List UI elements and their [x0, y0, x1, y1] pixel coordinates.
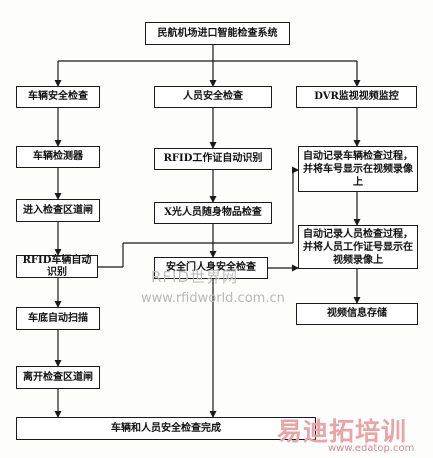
vehicle-check-box: 车辆安全检查 — [16, 86, 100, 108]
check-complete-box: 车辆和人员安全检查完成 — [16, 417, 316, 440]
rfid-staff-box: RFID工作证自动识别 — [154, 148, 272, 170]
exit-gate-box: 离开检查区道闸 — [16, 366, 100, 389]
vehicle-detector-box: 车辆检测器 — [16, 146, 100, 168]
chassis-scan-box: 车底自动扫描 — [16, 307, 100, 330]
video-storage-box: 视频信息存储 — [296, 303, 418, 325]
record-vehicle-box: 自动记录车辆检查过程，并将车号显示在视频录像上 — [298, 146, 418, 192]
dvr-monitor-box: DVR监视视频监控 — [296, 86, 417, 108]
enter-gate-box: 进入检查区道闸 — [16, 199, 100, 222]
record-person-box: 自动记录人员检查过程，并将人员工作证号显示在视频录像上 — [298, 225, 418, 269]
rfid-vehicle-box: RFID车辆自动识别 — [16, 255, 98, 278]
xray-box: X光人员随身物品检查 — [154, 202, 272, 224]
system-title-box: 民航机场进口智能检查系统 — [145, 22, 290, 45]
security-door-box: 安全门人身安全检查 — [154, 257, 268, 279]
person-check-box: 人员安全检查 — [154, 86, 272, 108]
